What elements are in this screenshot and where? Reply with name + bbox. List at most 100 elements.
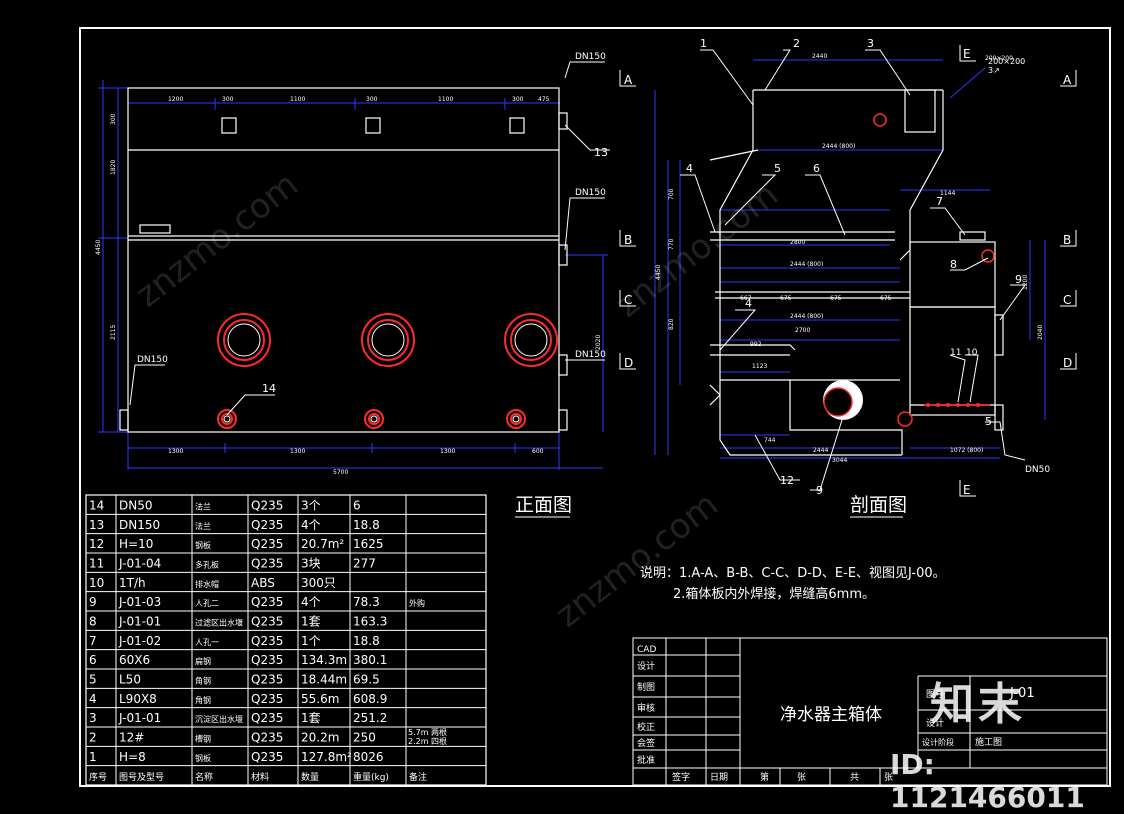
bom-cell-name: 钢板 — [195, 753, 211, 763]
bom-header-note: 备注 — [409, 771, 427, 783]
bom-cell-mat: Q235 — [251, 595, 283, 609]
label-dn150-left: DN150 — [137, 355, 168, 365]
svg-text:4450: 4450 — [655, 265, 662, 280]
marker-e-bottom: E — [963, 483, 971, 497]
section-view-title: 剖面图 — [850, 494, 907, 516]
bom-cell-mat: ABS — [251, 576, 275, 590]
bom-cell-no: 6 — [89, 653, 97, 667]
marker-e-top: E — [963, 47, 971, 61]
bom-cell-qty: 4个 — [301, 595, 321, 609]
note-line-2: 2.箱体板内外焊接，焊缝高6mm。 — [673, 586, 875, 602]
label-dn150-mid: DN150 — [575, 188, 606, 198]
bom-cell-name: 多孔板 — [195, 560, 219, 570]
section-label-3: 3 — [867, 37, 874, 50]
bom-cell-qty: 55.6m — [301, 692, 339, 706]
svg-text:300: 300 — [110, 113, 117, 125]
svg-text:1072 (800): 1072 (800) — [950, 447, 983, 454]
bom-cell-no: 10 — [89, 576, 104, 590]
title-block — [632, 637, 1108, 786]
tb-bottom-sheet: 张 — [797, 772, 806, 783]
bom-cell-code: 12# — [119, 731, 144, 745]
svg-text:2115: 2115 — [110, 325, 117, 340]
svg-text:1300: 1300 — [168, 448, 183, 455]
bom-cell-mat: Q235 — [251, 499, 283, 513]
vent-size: 200×200 — [988, 57, 1025, 66]
bom-cell-no: 2 — [89, 731, 97, 745]
tb-label-draw: 制图 — [637, 681, 655, 693]
tb-bottom-no: 第 — [760, 771, 769, 783]
bom-header-no: 序号 — [89, 771, 107, 783]
bom-cell-name: 角钢 — [195, 676, 211, 686]
svg-text:4450: 4450 — [95, 240, 102, 255]
bom-cell-no: 9 — [89, 595, 97, 609]
bom-header-wt: 重量(kg) — [353, 771, 389, 783]
drawing-no: J-01 — [1009, 686, 1035, 701]
section-label-1: 1 — [700, 37, 707, 50]
bom-cell-mat: Q235 — [251, 731, 283, 745]
bom-cell-no: 5 — [89, 673, 97, 687]
svg-text:1200: 1200 — [168, 96, 183, 103]
section-label-5b: 5 — [985, 415, 992, 428]
svg-text:744: 744 — [764, 437, 776, 444]
bom-cell-mat: Q235 — [251, 692, 283, 706]
bom-cell-name: 人孔二 — [195, 599, 219, 608]
bom-cell-qty: 20.7m² — [301, 537, 344, 551]
svg-text:2444 (800): 2444 (800) — [790, 313, 823, 320]
label-14: 14 — [262, 382, 276, 395]
svg-text:475: 475 — [538, 96, 550, 103]
section-label-9: 9 — [1015, 273, 1022, 286]
bom-header-code: 图号及型号 — [119, 772, 164, 783]
bom-cell-no: 1 — [89, 750, 97, 764]
bom-cell-code: H=10 — [119, 537, 153, 551]
vent-sub: 3↗ — [988, 66, 1000, 75]
bom-cell-wt: 69.5 — [353, 673, 380, 687]
bom-cell-name: 排水帽 — [195, 579, 219, 589]
marker-c-right: C — [1063, 293, 1071, 307]
svg-text:770: 770 — [668, 238, 675, 250]
svg-text:2800: 2800 — [790, 239, 805, 246]
bom-cell-wt: 6 — [353, 499, 361, 513]
svg-text:1100: 1100 — [438, 96, 453, 103]
bom-cell-no: 7 — [89, 634, 97, 648]
bom-cell-wt: 18.8 — [353, 634, 380, 648]
bom-header-mat: 材料 — [251, 771, 269, 783]
brand-watermark: 知末 — [930, 679, 1026, 730]
bom-cell-mat: Q235 — [251, 557, 283, 571]
bom-cell-code: DN50 — [119, 499, 153, 513]
bom-cell-no: 13 — [89, 518, 104, 532]
stage-value: 施工图 — [975, 736, 1002, 748]
tb-label-check: 校正 — [637, 721, 655, 733]
bom-cell-code: L50 — [119, 673, 141, 687]
bom-cell-no: 3 — [89, 711, 97, 725]
bom-cell-wt: 380.1 — [353, 653, 387, 667]
tb-label-sign: 会签 — [637, 737, 655, 749]
bom-cell-code: L90X8 — [119, 692, 157, 706]
label-dn150-top: DN150 — [575, 52, 606, 62]
bom-cell-qty: 4个 — [301, 518, 321, 532]
stage-label: 设计阶段 — [922, 737, 954, 747]
bom-cell-qty: 18.44m — [301, 673, 347, 687]
bom-cell-qty: 134.3m — [301, 653, 347, 667]
bom-cell-code: J-01-03 — [118, 595, 161, 609]
image-id-watermark: ID: 1121466011 — [890, 748, 1085, 814]
tb-label-approve: 批准 — [637, 754, 655, 766]
svg-text:2020: 2020 — [595, 335, 602, 350]
bom-cell-name: 角钢 — [195, 695, 211, 705]
svg-text:700: 700 — [668, 188, 675, 200]
bom-cell-mat: Q235 — [251, 537, 283, 551]
label-dn150-right: DN150 — [575, 350, 606, 360]
svg-text:2444: 2444 — [813, 447, 828, 454]
bom-cell-name: 沉淀区出水堰 — [195, 714, 243, 724]
bom-cell-code: J-01-04 — [118, 557, 161, 571]
bom-cell-mat: Q235 — [251, 750, 283, 764]
svg-text:300: 300 — [512, 96, 524, 103]
svg-text:1100: 1100 — [290, 96, 305, 103]
marker-b-left: B — [624, 233, 632, 247]
bom-cell-mat: Q235 — [251, 673, 283, 687]
marker-d-left: D — [624, 356, 633, 370]
bom-cell-wt: 250 — [353, 731, 376, 745]
section-label-2: 2 — [793, 37, 800, 50]
section-label-5: 5 — [774, 162, 781, 175]
marker-c-left: C — [624, 293, 632, 307]
